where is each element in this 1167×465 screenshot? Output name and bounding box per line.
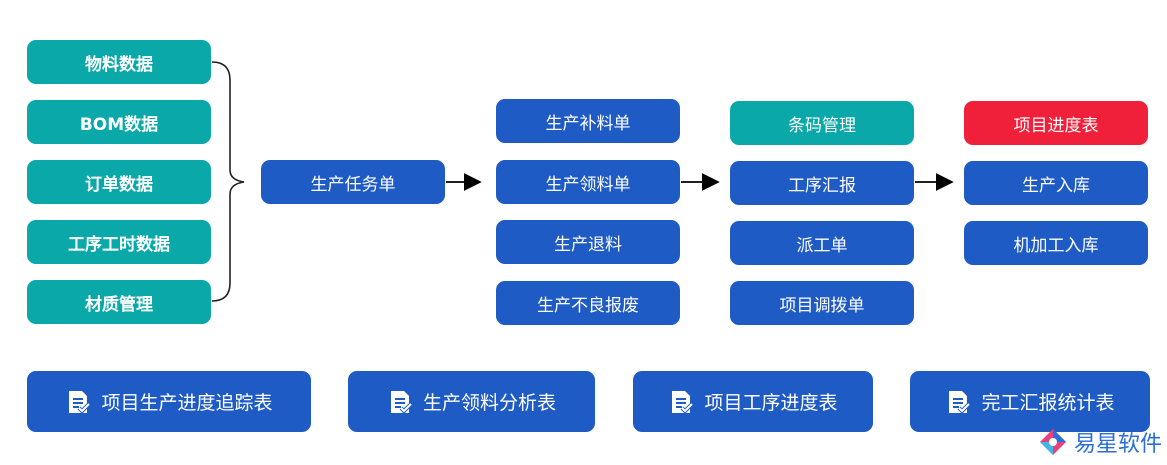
output-box: 项目进度表 — [964, 101, 1148, 145]
report-button[interactable]: 项目工序进度表 — [633, 371, 873, 432]
report-doc-icon — [949, 390, 971, 414]
report-button[interactable]: 项目生产进度追踪表 — [27, 371, 311, 432]
report-label: 项目生产进度追踪表 — [101, 392, 273, 414]
source-box: BOM数据 — [27, 100, 211, 144]
report-doc-icon — [69, 390, 91, 414]
report-button[interactable]: 完工汇报统计表 — [910, 371, 1150, 432]
material-box: 生产不良报废 — [496, 281, 680, 325]
report-doc-icon — [390, 390, 413, 414]
material-box: 生产退料 — [496, 220, 680, 264]
brand-logo: 易星软件 — [1038, 426, 1162, 458]
source-box: 材质管理 — [27, 280, 211, 324]
task-box: 生产任务单 — [261, 160, 445, 204]
source-box: 工序工时数据 — [27, 220, 211, 264]
output-box: 机加工入库 — [964, 221, 1148, 265]
merge-brace — [211, 61, 245, 302]
report-label: 项目工序进度表 — [704, 392, 838, 414]
report-doc-icon — [672, 390, 694, 414]
report-label: 生产领料分析表 — [422, 392, 556, 414]
source-box: 订单数据 — [27, 160, 211, 204]
process-box: 条码管理 — [730, 101, 914, 145]
material-box: 生产领料单 — [496, 160, 680, 204]
material-box: 生产补料单 — [496, 99, 680, 143]
output-box: 生产入库 — [964, 161, 1148, 205]
logo-mark-icon — [1040, 429, 1066, 455]
process-box: 工序汇报 — [730, 161, 914, 205]
process-box: 派工单 — [730, 221, 914, 265]
process-box: 项目调拨单 — [730, 281, 914, 325]
report-button[interactable]: 生产领料分析表 — [348, 371, 595, 432]
report-label: 完工汇报统计表 — [981, 392, 1115, 414]
source-box: 物料数据 — [27, 40, 211, 84]
logo-text: 易星软件 — [1074, 432, 1163, 457]
